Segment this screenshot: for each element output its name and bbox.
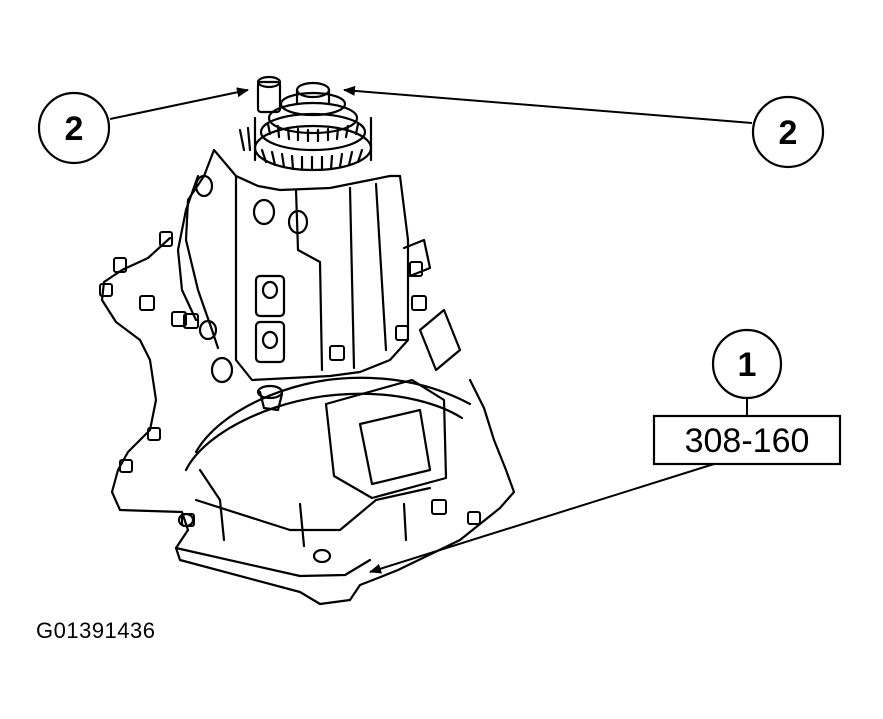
callout-2-right: 2 [343, 85, 825, 169]
callout-2-left-number: 2 [65, 110, 84, 148]
callout-2-right-number: 2 [779, 114, 798, 152]
tool-label-box [652, 414, 842, 466]
callout-1-number: 1 [738, 346, 757, 384]
callout-2-left: 2 [37, 87, 249, 165]
figure-id-label: G01391436 [36, 618, 156, 643]
callout-1: 1 308-160 [369, 328, 842, 574]
tool-number-label: 308-160 [685, 422, 810, 460]
transaxle-illustration [99, 75, 516, 606]
